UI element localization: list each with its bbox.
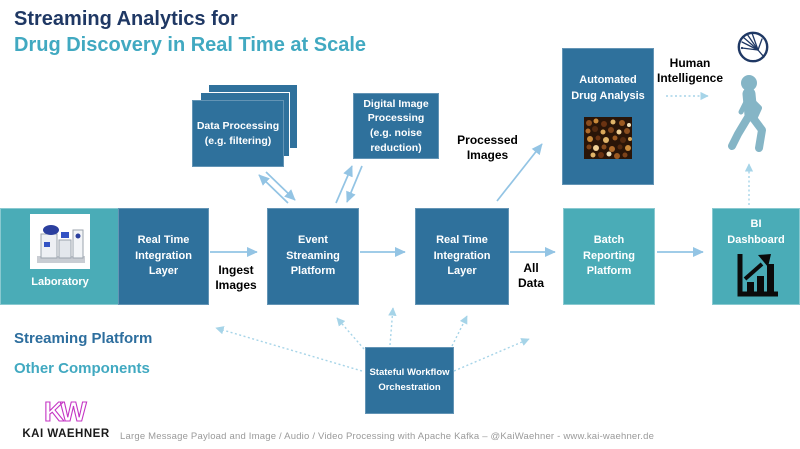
box-laboratory: Laboratory [0,208,120,305]
arrow-esp-to-data-processing [258,174,289,204]
label-processed-images: Processed Images [457,133,518,162]
box-automated-drug-analysis: Automated Drug Analysis [562,48,654,185]
arrow-data-processing-to-esp [265,171,296,201]
neural-network-circle-icon [735,29,771,65]
box-batch-reporting-platform: Batch Reporting Platform [563,208,655,305]
dotted-arrow-workflow-up [388,307,397,346]
drug-pills-microscopy-image [584,116,632,159]
legend-other-components: Other Components [14,360,150,377]
walking-person-icon [726,74,770,156]
box-real-time-integration-layer-1: Real Time Integration Layer [118,208,209,305]
box-bi-dashboard: BI Dashboard [712,208,800,305]
box-rtil1-label: Real Time Integration Layer [135,233,192,278]
dotted-arrow-workflow-to-rtil2 [451,315,468,347]
title-line-1: Streaming Analytics for [14,8,238,30]
kw-logo-initials: KW [44,396,87,427]
box-brp-label: Batch Reporting Platform [583,233,635,278]
box-event-streaming-platform: Event Streaming Platform [267,208,359,305]
label-ingest-images: Ingest Images [215,263,257,292]
arrow-esp-to-digital-image [335,165,353,204]
legend-streaming-platform: Streaming Platform [14,330,153,347]
footer-caption: Large Message Payload and Image / Audio … [120,431,655,442]
laboratory-machine-image [30,214,90,269]
page-title: Streaming Analytics for Drug Discovery i… [14,6,366,58]
bar-chart-growth-icon [737,253,778,297]
box-data-processing: Data Processing (e.g. filtering) [192,100,284,167]
title-line-2: Drug Discovery in Real Time at Scale [14,34,367,56]
arrow-digital-image-to-esp [346,165,363,203]
box-automated-drug-analysis-label: Automated Drug Analysis [571,74,645,102]
box-stateful-workflow-orchestration: Stateful Workflow Orchestration [365,347,454,414]
box-data-processing-label: Data Processing (e.g. filtering) [196,119,280,147]
kw-logo: KW [42,395,88,427]
dotted-arrow-workflow-to-rtil1 [215,326,363,372]
box-bi-label: BI Dashboard [727,218,785,246]
dotted-arrow-workflow-to-brp [453,338,530,372]
box-workflow-label: Stateful Workflow Orchestration [369,367,450,393]
box-real-time-integration-layer-2: Real Time Integration Layer [415,208,509,305]
box-digital-image-processing: Digital Image Processing (e.g. noise red… [353,93,439,159]
box-laboratory-label: Laboratory [31,276,89,288]
box-digital-image-processing-label: Digital Image Processing (e.g. noise red… [363,97,429,154]
box-rtil2-label: Real Time Integration Layer [433,233,491,278]
dotted-arrow-workflow-to-esp [336,317,365,350]
kai-waehner-wordmark: KAI WAEHNER [22,428,110,440]
label-all-data: All Data [517,261,544,290]
label-human-intelligence: Human Intelligence [656,56,724,85]
box-esp-label: Event Streaming Platform [286,233,340,278]
